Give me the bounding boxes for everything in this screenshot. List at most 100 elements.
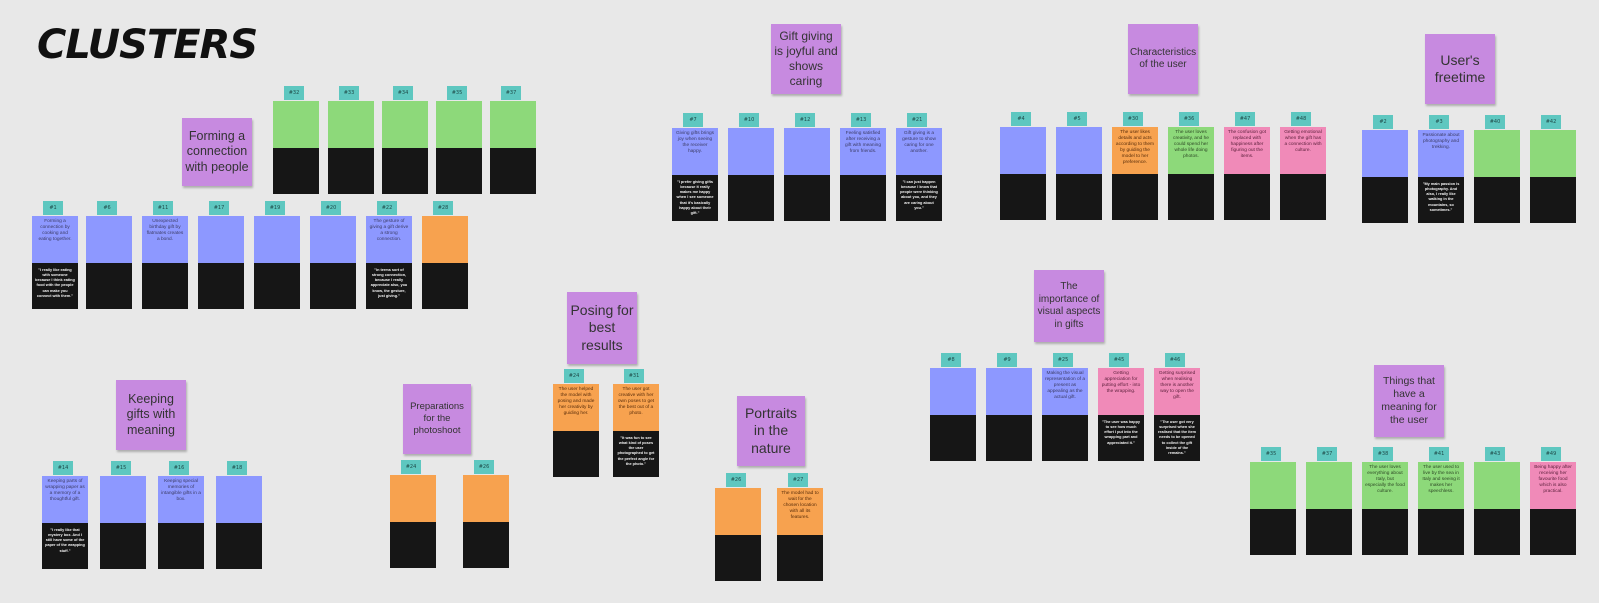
quote-card	[728, 175, 774, 221]
sticky-note-blue	[1000, 127, 1046, 174]
sticky-note-orange	[463, 475, 509, 522]
board-title: CLUSTERS	[37, 22, 258, 68]
quote-card	[216, 523, 262, 569]
quote-card	[930, 415, 976, 461]
sticky-note-blue	[1362, 130, 1408, 177]
note-id-tag: #20	[321, 201, 341, 215]
quote-card	[1362, 177, 1408, 223]
note-id-tag: #37	[501, 86, 521, 100]
note-id-tag: #12	[795, 113, 815, 127]
note-id-tag: #37	[1317, 447, 1337, 461]
quote-card	[310, 263, 356, 309]
note-id-tag: #43	[1485, 447, 1505, 461]
sticky-note-pink: Getting emotional when the gift has a co…	[1280, 127, 1326, 174]
sticky-note-blue	[216, 476, 262, 523]
sticky-note-blue	[310, 216, 356, 263]
cluster-sticky-posing[interactable]: Posing for best results	[567, 292, 637, 364]
sticky-note-orange	[715, 488, 761, 535]
sticky-note-orange	[390, 475, 436, 522]
sticky-note-blue	[86, 216, 132, 263]
cluster-sticky-keeping[interactable]: Keeping gifts with meaning	[116, 380, 186, 450]
quote-card	[1224, 174, 1270, 220]
sticky-note-pink: The confusion got replaced with happines…	[1224, 127, 1270, 174]
sticky-note-blue	[784, 128, 830, 175]
quote-card	[142, 263, 188, 309]
quote-card	[840, 175, 886, 221]
sticky-note-blue	[1056, 127, 1102, 174]
sticky-note-green	[1474, 462, 1520, 509]
sticky-note-blue	[930, 368, 976, 415]
note-id-tag: #42	[1541, 115, 1561, 129]
sticky-note-green	[1250, 462, 1296, 509]
quote-card	[254, 263, 300, 309]
sticky-note-green	[490, 101, 536, 148]
note-id-tag: #3	[1429, 115, 1449, 129]
note-id-tag: #18	[227, 461, 247, 475]
note-id-tag: #46	[1165, 353, 1185, 367]
note-id-tag: #15	[111, 461, 131, 475]
note-id-tag: #49	[1541, 447, 1561, 461]
quote-card	[1112, 174, 1158, 220]
note-id-tag: #45	[1109, 353, 1129, 367]
quote-card: "I can just happen because I know that p…	[896, 175, 942, 221]
cluster-sticky-visual[interactable]: The importance of visual aspects in gift…	[1034, 270, 1104, 342]
note-id-tag: #1	[43, 201, 63, 215]
cluster-sticky-freetime[interactable]: User's freetime	[1425, 34, 1495, 104]
quote-card	[328, 148, 374, 194]
sticky-note-blue	[728, 128, 774, 175]
cluster-sticky-portraits[interactable]: Portraits in the nature	[737, 396, 805, 466]
sticky-note-blue: Keeping special memories of intangible g…	[158, 476, 204, 523]
note-id-tag: #27	[788, 473, 808, 487]
quote-card	[198, 263, 244, 309]
sticky-note-blue: Feeling satisfied after receiving a gift…	[840, 128, 886, 175]
sticky-note-green	[273, 101, 319, 148]
quote-card	[463, 522, 509, 568]
note-id-tag: #38	[1373, 447, 1393, 461]
sticky-note-green	[1530, 130, 1576, 177]
sticky-note-blue: Keeping parts of wrapping paper as a mem…	[42, 476, 88, 523]
note-id-tag: #36	[1179, 112, 1199, 126]
note-id-tag: #7	[683, 113, 703, 127]
note-id-tag: #10	[739, 113, 759, 127]
note-id-tag: #40	[1485, 115, 1505, 129]
sticky-note-blue: The gesture of giving a gift derive a st…	[366, 216, 412, 263]
sticky-note-blue	[198, 216, 244, 263]
quote-card	[1474, 177, 1520, 223]
note-id-tag: #48	[1291, 112, 1311, 126]
note-id-tag: #25	[1053, 353, 1073, 367]
quote-card	[436, 148, 482, 194]
sticky-note-blue	[986, 368, 1032, 415]
note-id-tag: #24	[401, 460, 421, 474]
quote-card	[1250, 509, 1296, 555]
note-id-tag: #11	[153, 201, 173, 215]
quote-card: "My main passion is photography. And als…	[1418, 177, 1464, 223]
quote-card	[1474, 509, 1520, 555]
quote-card: "I really like eating with someone becau…	[32, 263, 78, 309]
cluster-sticky-joyful[interactable]: Gift giving is joyful and shows caring	[771, 24, 841, 94]
note-id-tag: #22	[377, 201, 397, 215]
sticky-note-blue: Passionate about photography and trekkin…	[1418, 130, 1464, 177]
quote-card	[1530, 177, 1576, 223]
sticky-note-pink: Getting surprised when realising there i…	[1154, 368, 1200, 415]
quote-card	[490, 148, 536, 194]
sticky-note-green	[1474, 130, 1520, 177]
cluster-sticky-meaning[interactable]: Things that have a meaning for the user	[1374, 365, 1444, 437]
cluster-sticky-characteristics[interactable]: Characteristics of the user	[1128, 24, 1198, 94]
quote-card	[422, 263, 468, 309]
quote-card	[986, 415, 1032, 461]
note-id-tag: #35	[1261, 447, 1281, 461]
quote-card	[777, 535, 823, 581]
note-id-tag: #16	[169, 461, 189, 475]
sticky-note-green: The user loves everything about Italy, b…	[1362, 462, 1408, 509]
cluster-sticky-forming[interactable]: Forming a connection with people	[182, 118, 252, 186]
note-id-tag: #26	[474, 460, 494, 474]
quote-card	[1280, 174, 1326, 220]
quote-card	[1056, 174, 1102, 220]
quote-card: "I prefer giving gifts because it really…	[672, 175, 718, 221]
quote-card: "The user was happy to see how much effo…	[1098, 415, 1144, 461]
note-id-tag: #17	[209, 201, 229, 215]
cluster-sticky-preparations[interactable]: Preparations for the photoshoot	[403, 384, 471, 454]
sticky-note-blue	[254, 216, 300, 263]
sticky-note-pink: Getting appreciation for putting effort …	[1098, 368, 1144, 415]
quote-card	[86, 263, 132, 309]
